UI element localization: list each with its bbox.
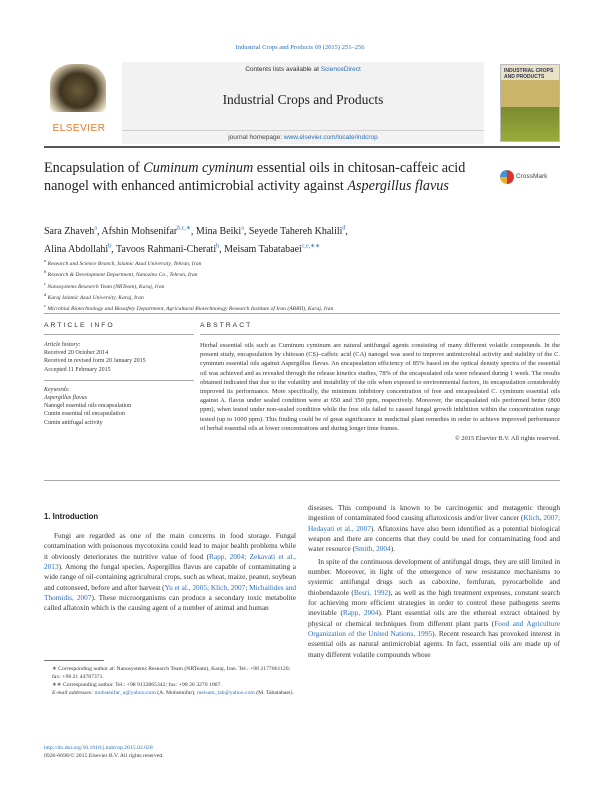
- author: Meisam Tabatabaeic,e,∗∗: [224, 243, 321, 255]
- keywords: Keywords: Aspergillus flavus Nanogel ess…: [44, 379, 194, 427]
- title-text-2: essential oils in chitosan-caffeic acid …: [44, 160, 466, 194]
- history-label: Article history:: [44, 342, 81, 348]
- contents-line: Contents lists available at ScienceDirec…: [122, 66, 484, 73]
- paragraph: Fungi are regarded as one of the main co…: [44, 531, 297, 613]
- author: Sara Zhaveha,: [44, 226, 102, 238]
- footnote-divider: [44, 660, 104, 661]
- author-list: Sara Zhaveha, Afshin Mohsenifarb,c,∗, Mi…: [44, 222, 544, 257]
- received-date: Received 20 October 2014: [44, 350, 109, 357]
- keywords-label: Keywords:: [44, 386, 70, 393]
- affiliation-list: a Research and Science Branch, Islamic A…: [44, 257, 544, 314]
- email-link[interactable]: meisam_tab@yahoo.com: [197, 690, 255, 696]
- footnotes: ∗ Corresponding author at: Nanosystems R…: [44, 660, 296, 697]
- elsevier-tree-icon: [50, 64, 106, 112]
- abstract-heading: ABSTRACT: [200, 322, 560, 335]
- paragraph: In spite of the continuous development o…: [308, 556, 561, 659]
- title-species: Cuminum cyminum: [143, 160, 254, 176]
- title-text-1: Encapsulation of: [44, 160, 144, 176]
- footnote-corresponding-1: ∗ Corresponding author at: Nanosystems R…: [52, 666, 291, 680]
- masthead-banner: Contents lists available at ScienceDirec…: [122, 62, 484, 144]
- paragraph: diseases. This compound is known to be c…: [308, 503, 560, 554]
- affiliation-divider: [44, 313, 560, 314]
- article-title: Encapsulation of Cuminum cyminum essenti…: [44, 160, 494, 195]
- keyword: Cumin antifugal activity: [44, 419, 103, 426]
- issn-line: 0926-6690/© 2015 Elsevier B.V. All right…: [44, 753, 164, 759]
- revised-date: Received in revised form 20 January 2015: [44, 358, 146, 365]
- author: Afshin Mohsenifarb,c,∗,: [101, 226, 196, 238]
- abstract: ABSTRACT Herbal essential oils such as C…: [200, 322, 560, 442]
- journal-title: Industrial Crops and Products: [222, 92, 384, 107]
- header-divider: [44, 146, 560, 148]
- abstract-text: Herbal essential oils such as Cuminum cy…: [200, 342, 560, 432]
- citation-link[interactable]: Food and Agriculture Organization of the…: [308, 618, 561, 639]
- affiliation: e Microbial Biotechnology and Biosafety …: [44, 303, 334, 313]
- homepage-link[interactable]: www.elsevier.com/locate/indcrop: [283, 134, 378, 141]
- footnote-emails: E-mail addresses: mohsenifar_a@yahoo.com…: [52, 690, 294, 696]
- author: Mina Beikia,: [195, 226, 249, 238]
- citation-link[interactable]: Klich, 2007; Hedayati et al., 2007: [308, 513, 560, 533]
- email-link[interactable]: mohsenifar_a@yahoo.com: [94, 690, 156, 696]
- affiliation: a Research and Science Branch, Islamic A…: [44, 258, 202, 267]
- citation-link[interactable]: Yu et al., 2005; Klich, 2007; Michailide…: [44, 582, 296, 603]
- citation-link[interactable]: Smith, 2004: [355, 544, 391, 554]
- article-history: Article history: Received 20 October 201…: [44, 341, 194, 374]
- author: Tavoos Rahmani-Cheratib,: [116, 243, 225, 255]
- author: Seyede Tahereh Khalilid,: [248, 226, 348, 238]
- publisher-wordmark: ELSEVIER: [52, 123, 106, 134]
- crossmark-label: CrossMark: [516, 173, 548, 180]
- affiliation: b Research & Development Department, Nan…: [44, 269, 198, 279]
- journal-reference[interactable]: Industrial Crops and Products 69 (2015) …: [235, 44, 365, 51]
- journal-cover-thumbnail: INDUSTRIAL CROPS AND PRODUCTS: [500, 64, 560, 142]
- elsevier-logo: ELSEVIER: [44, 62, 114, 138]
- keyword: Cumin essential oil encapsulation: [44, 411, 125, 418]
- doi-link[interactable]: http://dx.doi.org/10.1016/j.indcrop.2015…: [44, 745, 153, 751]
- accepted-date: Accepted 11 February 2015: [44, 366, 111, 373]
- body-column-left: 1. Introduction Fungi are regarded as on…: [44, 512, 296, 614]
- section-heading-introduction: 1. Introduction: [44, 512, 99, 521]
- citation-link[interactable]: Rapp, 2004; Zekavati et al., 2013: [44, 551, 296, 572]
- author: Alina Abdollahib,: [44, 243, 116, 255]
- title-organism: Aspergillus flavus: [347, 177, 449, 194]
- sciencedirect-link[interactable]: ScienceDirect: [320, 66, 361, 73]
- affiliation: d Karaj Islamic Azad University, Karaj, …: [44, 292, 144, 301]
- affiliation: c Nanosystems Research Team (NRTeam), Ka…: [44, 280, 165, 290]
- footnote-corresponding-2: ∗∗ Corresponding author. Tel.: +98 91328…: [52, 682, 222, 688]
- keyword: Aspergillus flavus: [44, 395, 87, 402]
- citation-link[interactable]: Rapp, 2004: [342, 608, 379, 618]
- doi-block: http://dx.doi.org/10.1016/j.indcrop.2015…: [44, 744, 296, 760]
- article-info: ARTICLE INFO Article history: Received 2…: [44, 322, 194, 427]
- citation-link[interactable]: Besri, 1992: [353, 587, 389, 597]
- keyword: Nanogel essential oils encapsulation: [44, 403, 132, 410]
- copyright-notice: © 2015 Elsevier B.V. All rights reserved…: [454, 435, 560, 443]
- cover-title: INDUSTRIAL CROPS AND PRODUCTS: [504, 68, 554, 80]
- crossmark-badge[interactable]: CrossMark: [500, 168, 562, 190]
- contents-prefix: Contents lists available at: [245, 66, 321, 73]
- body-column-right: diseases. This compound is known to be c…: [308, 503, 560, 660]
- journal-masthead: ELSEVIER Contents lists available at Sci…: [44, 62, 560, 144]
- abstract-divider: [44, 480, 560, 481]
- homepage-prefix: journal homepage:: [228, 134, 284, 141]
- article-info-heading: ARTICLE INFO: [44, 322, 194, 335]
- crossmark-icon: [500, 170, 514, 184]
- journal-homepage: journal homepage: www.elsevier.com/locat…: [122, 130, 484, 144]
